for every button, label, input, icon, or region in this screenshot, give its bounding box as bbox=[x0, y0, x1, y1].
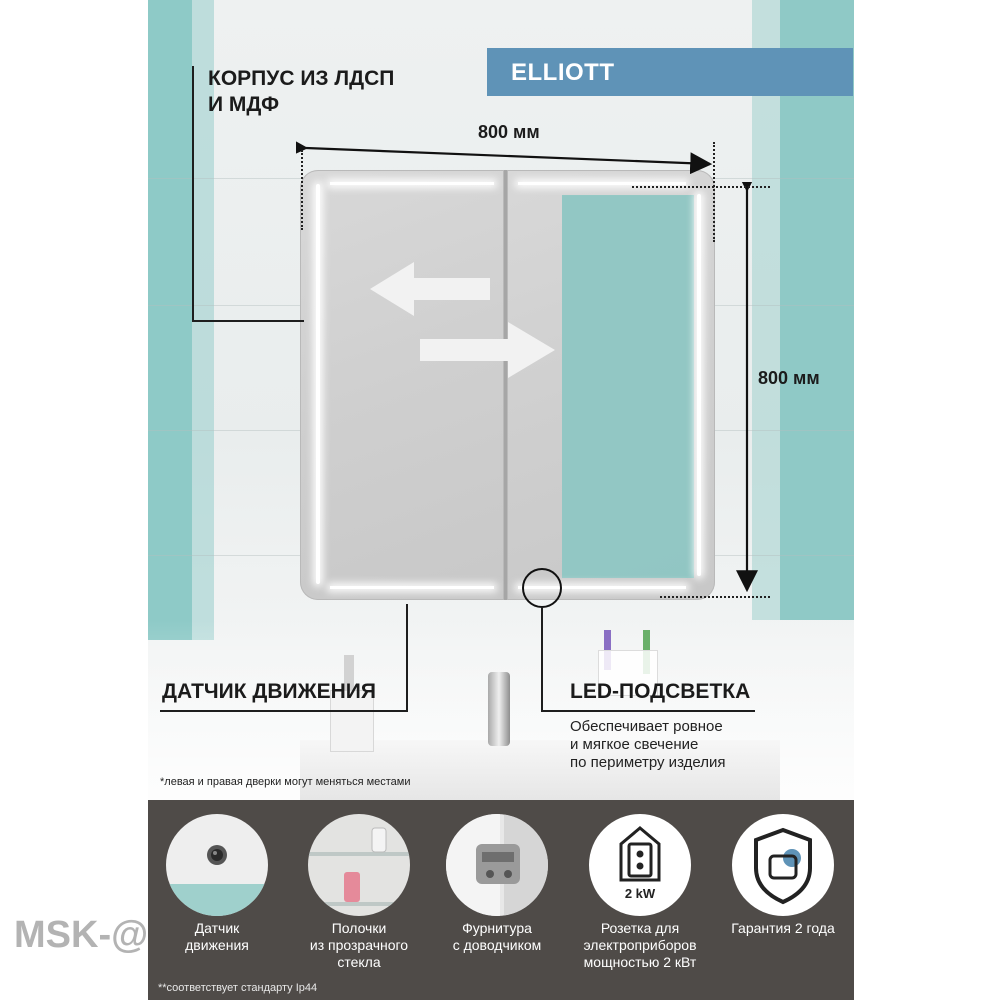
feature-glass-shelf bbox=[308, 814, 410, 916]
feature-label-line: с доводчиком bbox=[452, 937, 542, 953]
door-seam bbox=[504, 170, 507, 600]
led-strip-bottom-left bbox=[330, 586, 494, 589]
feature-power-outlet: 2 kW bbox=[589, 814, 691, 916]
feature-label-line: Розетка для bbox=[600, 920, 680, 936]
width-dimension-label: 800 мм bbox=[478, 122, 540, 142]
feature-label-hardware: Фурнитура с доводчиком bbox=[422, 920, 572, 954]
led-callout-vertical bbox=[541, 608, 543, 712]
soap-dispenser bbox=[330, 690, 374, 752]
led-callout-horizontal bbox=[541, 710, 755, 712]
watermark: MSK-@ bbox=[14, 914, 149, 956]
height-guide-top bbox=[632, 186, 770, 188]
feature-label-line: Фурнитура bbox=[462, 920, 532, 936]
body-callout-horizontal bbox=[192, 320, 304, 322]
wall-tiles-right bbox=[780, 0, 854, 620]
tile-strip bbox=[166, 884, 268, 916]
led-strip-right bbox=[697, 194, 701, 576]
cabinet-door-left bbox=[300, 170, 504, 600]
feature-label-outlet: Розетка для электроприборов мощностью 2 … bbox=[565, 920, 715, 971]
led-backlight-label: LED-ПОДСВЕТКА bbox=[570, 680, 751, 703]
faucet bbox=[488, 672, 510, 746]
height-dimension-arrow bbox=[736, 182, 758, 593]
motion-sensor-label: ДАТЧИК ДВИЖЕНИЯ bbox=[162, 680, 376, 703]
width-guide-left bbox=[301, 150, 303, 230]
body-callout-vertical bbox=[192, 66, 194, 322]
mirror-reflection bbox=[562, 195, 694, 578]
body-material-line1: КОРПУС ИЗ ЛДСП bbox=[208, 67, 395, 90]
led-strip-top-left bbox=[330, 182, 494, 185]
feature-soft-close bbox=[446, 814, 548, 916]
width-dimension-arrow bbox=[296, 138, 713, 174]
body-material-line2: И МДФ bbox=[208, 93, 280, 116]
soap-pump bbox=[344, 655, 354, 691]
feature-label-line: из прозрачного bbox=[309, 937, 409, 953]
led-strip-top-right bbox=[518, 182, 686, 185]
feature-label-line: электроприборов bbox=[583, 937, 697, 953]
feature-label-line: движения bbox=[185, 937, 249, 953]
led-description-line: и мягкое свечение bbox=[570, 736, 699, 753]
led-description-line: по периметру изделия bbox=[570, 754, 726, 771]
led-description-line: Обеспечивает ровное bbox=[570, 718, 723, 735]
wall-tiles-left bbox=[148, 0, 192, 640]
arrow-left-icon bbox=[370, 262, 490, 316]
power-badge: 2 kW bbox=[624, 886, 656, 901]
soft-close-hinge-icon bbox=[446, 814, 548, 916]
body-material-label: КОРПУС ИЗ ЛДСП И МДФ bbox=[208, 66, 394, 118]
feature-motion-sensor bbox=[166, 814, 268, 916]
feature-label-line: Датчик bbox=[194, 920, 240, 936]
product-title: ELLIOTT bbox=[511, 59, 615, 86]
mirror-cabinet bbox=[300, 170, 715, 600]
feature-label-line: Гарантия 2 года bbox=[731, 920, 835, 936]
power-outlet-icon bbox=[619, 826, 661, 882]
height-guide-bottom bbox=[660, 596, 770, 598]
arrow-right-icon bbox=[420, 322, 555, 378]
sensor-callout-vertical bbox=[406, 604, 408, 712]
doors-swap-note: *левая и правая дверки могут меняться ме… bbox=[160, 776, 411, 788]
led-strip-bottom-right bbox=[518, 586, 686, 589]
glass-shelf-icon bbox=[308, 827, 410, 906]
product-title-banner: ELLIOTT bbox=[487, 48, 853, 96]
sensor-callout-horizontal bbox=[160, 710, 408, 712]
width-guide-right bbox=[713, 142, 715, 242]
ip44-footnote: **соответствует стандарту Ip44 bbox=[158, 982, 318, 994]
sensor-highlight-circle bbox=[522, 568, 562, 608]
led-strip-left bbox=[316, 184, 320, 584]
led-description: Обеспечивает ровное и мягкое свечение по… bbox=[570, 718, 725, 772]
feature-label-line: Полочки bbox=[331, 920, 387, 936]
height-dimension-label: 800 мм bbox=[758, 368, 820, 388]
feature-warranty bbox=[732, 814, 834, 916]
feature-label-shelves: Полочки из прозрачного стекла bbox=[284, 920, 434, 971]
warranty-shield-icon bbox=[754, 827, 812, 905]
feature-label-motion: Датчик движения bbox=[142, 920, 292, 954]
feature-label-line: мощностью 2 кВт bbox=[583, 954, 697, 970]
toothbrush-cup bbox=[598, 650, 658, 696]
feature-label-warranty: Гарантия 2 года bbox=[708, 920, 858, 937]
sink-counter bbox=[300, 740, 780, 800]
feature-label-line: стекла bbox=[337, 954, 381, 970]
motion-sensor-icon bbox=[207, 845, 227, 865]
